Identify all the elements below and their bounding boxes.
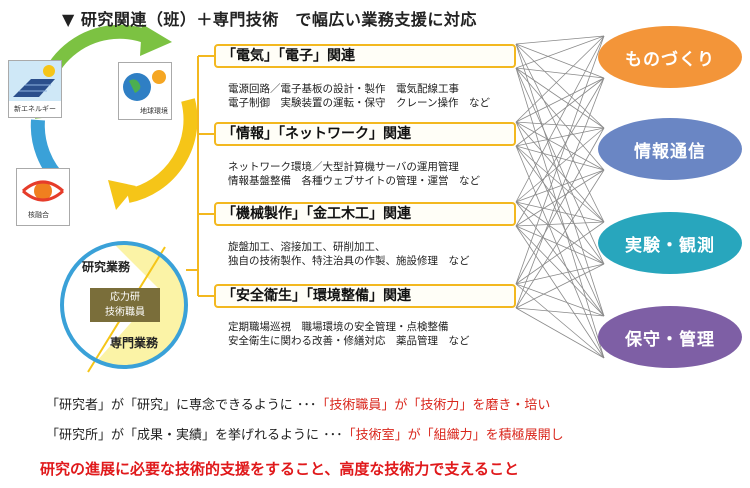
- connection-line: [515, 307, 605, 317]
- note-2-a: 「研究所」が「成果・実績」を挙げれるように ･･･: [46, 428, 343, 443]
- category-network: 「情報」「ネットワーク」関連: [214, 122, 516, 146]
- connection-line: [515, 121, 605, 171]
- connection-line: [515, 169, 605, 203]
- category-safety: 「安全衛生」「環境整備」関連: [214, 284, 516, 308]
- connection-line: [515, 145, 605, 359]
- connection-line: [515, 225, 605, 359]
- connection-line: [515, 145, 605, 223]
- connection-line: [515, 283, 605, 317]
- connection-line: [515, 67, 605, 359]
- connection-line: [515, 43, 605, 223]
- category-network-desc1: ネットワーク環境／大型計算機サーバの運用管理: [228, 161, 459, 173]
- connection-line: [515, 43, 605, 79]
- connection-line: [515, 221, 605, 227]
- note-2-b: 「技術室」が「組織力」を積極展開し: [342, 428, 564, 443]
- connection-line: [515, 43, 605, 129]
- cycle-arrowhead-green: [140, 24, 172, 56]
- connection-line: [515, 201, 605, 265]
- connection-line: [515, 67, 605, 129]
- connection-line: [515, 35, 605, 45]
- category-machining-desc1: 旋盤加工、溶接加工、研削加工、: [228, 241, 386, 253]
- category-electric-desc2: 電子制御 実験装置の運転・保守 クレーン操作 など: [228, 97, 490, 109]
- connection-line: [515, 77, 605, 123]
- connection-line: [515, 67, 605, 265]
- connection-line: [515, 201, 605, 317]
- connection-line: [515, 201, 605, 223]
- note-line-2: 「研究所」が「成果・実績」を挙げれるように ･･･「技術室」が「組織力」を積極展…: [46, 424, 564, 443]
- venn-center-box: 応力研 技術職員: [90, 288, 160, 322]
- connection-line: [515, 127, 605, 285]
- field-experiment: 実験・観測: [598, 212, 742, 274]
- connection-line: [515, 263, 605, 309]
- connection-line: [515, 121, 605, 129]
- venn-center-line1: 応力研: [110, 292, 140, 303]
- connection-line: [515, 169, 605, 309]
- connection-line: [515, 35, 605, 203]
- connection-line: [515, 121, 605, 317]
- connection-line: [515, 35, 605, 285]
- connection-line: [515, 127, 605, 203]
- new-energy-image: [8, 60, 62, 118]
- connection-line: [515, 263, 605, 285]
- connection-line: [515, 169, 605, 227]
- connection-line: [515, 43, 605, 317]
- field-maintenance: 保守・管理: [598, 306, 742, 368]
- connection-line: [515, 145, 605, 265]
- venn-research-label: 研究業務: [82, 260, 131, 274]
- connection-line: [515, 221, 605, 285]
- connection-line: [515, 121, 605, 223]
- connection-line: [515, 77, 605, 147]
- note-1-a: 「研究者」が「研究」に専念できるように ･･･: [46, 398, 317, 413]
- field-info-comm: 情報通信: [598, 118, 742, 180]
- category-machining-desc2: 独自の技術製作、特注治具の作製、施設修理 など: [228, 255, 470, 267]
- connection-line: [515, 307, 605, 359]
- category-electric-desc1: 電源回路／電子基板の設計・製作 電気配線工事: [228, 83, 459, 95]
- conclusion-text: 研究の進展に必要な技術的支援をすること、高度な技術力で支えること: [40, 460, 519, 478]
- new-energy-label: 新エネルギー: [14, 105, 56, 113]
- global-environment-image: [118, 62, 172, 120]
- venn-center-line2: 技術職員: [105, 307, 145, 318]
- category-machining: 「機械製作」「金工木工」関連: [214, 202, 516, 226]
- connection-line: [515, 127, 605, 147]
- field-monozukuri: ものづくり: [598, 26, 742, 88]
- page-title: ▼ 研究関連（班）＋専門技術 で幅広い業務支援に対応: [62, 10, 477, 29]
- note-line-1: 「研究者」が「研究」に専念できるように ･･･「技術職員」が「技術力」を磨き・培…: [46, 394, 550, 413]
- venn-special-label: 専門業務: [110, 336, 159, 350]
- connection-line: [515, 145, 605, 171]
- category-safety-desc1: 定期職場巡視 職場環境の安全管理・点検整備: [228, 321, 449, 333]
- connection-line: [515, 77, 605, 227]
- connection-line: [515, 35, 605, 69]
- connection-line: [515, 225, 605, 317]
- fusion-label: 核融合: [28, 211, 49, 219]
- fusion-image: [16, 168, 70, 226]
- note-1-b: 「技術職員」が「技術力」を磨き・培い: [316, 398, 551, 413]
- connection-line: [515, 35, 605, 123]
- global-environment-label: 地球環境: [140, 107, 168, 115]
- cycle-arrowhead-yellow: [108, 180, 136, 210]
- connection-line: [515, 225, 605, 265]
- category-safety-desc2: 安全衛生に関わる改善・修繕対応 薬品管理 など: [228, 335, 470, 347]
- connection-line: [515, 77, 605, 309]
- connection-lines: [515, 35, 605, 359]
- cycle-arrow-yellow: [126, 98, 198, 203]
- bracket-connector: [186, 55, 214, 297]
- connection-line: [515, 283, 605, 359]
- category-network-desc2: 情報基盤整備 各種ウェブサイトの管理・運営 など: [228, 175, 480, 187]
- category-electric: 「電気」「電子」関連: [214, 44, 516, 68]
